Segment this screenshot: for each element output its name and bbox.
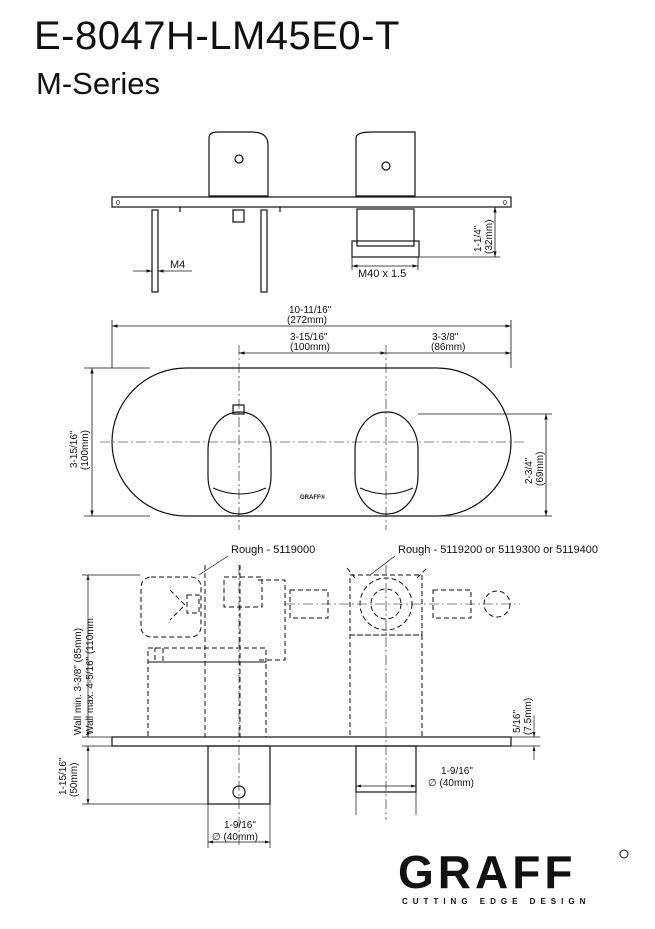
dia-right-mm: ∅ (40mm) bbox=[428, 778, 474, 789]
rough-right-label: Rough - 5119200 or 5119300 or 5119400 bbox=[398, 544, 598, 556]
center-dist-in: 3-15/16" bbox=[290, 332, 328, 343]
dia-left-in: 1-9/16" bbox=[224, 820, 256, 831]
wall-max-label: Wall max. 4-5/16" (110mm bbox=[85, 618, 96, 735]
svg-text:0: 0 bbox=[116, 200, 120, 207]
logo-wordmark: GRAFF bbox=[398, 846, 576, 898]
section-right-trim bbox=[355, 745, 417, 793]
depth-in: 1-15/16" bbox=[58, 757, 69, 795]
cartridge-body bbox=[356, 208, 415, 247]
right-screw bbox=[260, 209, 268, 293]
section-plate bbox=[111, 736, 512, 747]
top-right-handle-hole bbox=[381, 161, 391, 171]
thread-left-label: M4 bbox=[170, 259, 185, 271]
depth-mm: (50mm) bbox=[69, 763, 80, 797]
right-offset-in: 3-3/8" bbox=[432, 332, 459, 343]
dia-right-in: 1-9/16" bbox=[441, 766, 473, 777]
svg-text:0: 0 bbox=[503, 200, 507, 207]
center-dist-mm: (100mm) bbox=[290, 342, 330, 353]
section-view bbox=[82, 555, 540, 848]
wall-min-label: Wall min. 3-3/8" (85mm) bbox=[73, 628, 84, 735]
dia-left-mm: ∅ (40mm) bbox=[212, 832, 258, 843]
left-screw bbox=[151, 209, 159, 293]
top-left-handle-hole bbox=[234, 154, 244, 164]
rough-left-label: Rough - 5119000 bbox=[231, 544, 315, 556]
front-height-in: 3-15/16" bbox=[69, 430, 80, 468]
overall-width-in: 10-11/16" bbox=[289, 305, 332, 316]
front-height-mm: (100mm) bbox=[80, 430, 91, 470]
thread-right-label: M40 x 1.5 bbox=[358, 268, 406, 280]
top-view: 0 0 bbox=[111, 131, 512, 293]
top-plate bbox=[111, 196, 512, 208]
plate-logo: GRAFF® bbox=[300, 494, 326, 501]
top-left-handle bbox=[208, 131, 269, 197]
top-height-in: 1-1/4" bbox=[473, 225, 484, 252]
series-subtitle: M-Series bbox=[36, 66, 161, 101]
graff-logo: GRAFF CUTTING EDGE DESIGN bbox=[398, 846, 629, 906]
logo-tagline: CUTTING EDGE DESIGN bbox=[402, 897, 590, 906]
model-title: E-8047H-LM45E0-T bbox=[34, 14, 400, 58]
registered-mark-icon bbox=[619, 849, 629, 859]
front-left-handle bbox=[207, 411, 272, 515]
inner-height-in: 2-3/4" bbox=[524, 457, 535, 484]
plate-thick-in: 5/16" bbox=[512, 710, 523, 733]
plate-thick-mm: (7.5mm) bbox=[523, 698, 534, 735]
right-offset-mm: (86mm) bbox=[431, 342, 465, 353]
section-left-trim bbox=[207, 745, 271, 805]
inner-height-mm: (69mm) bbox=[535, 452, 546, 486]
overall-width-mm: (272mm) bbox=[287, 315, 327, 326]
top-right-handle bbox=[355, 131, 416, 197]
front-plate bbox=[111, 367, 512, 517]
top-height-mm: (32mm) bbox=[484, 220, 495, 254]
front-view bbox=[84, 320, 552, 530]
cartridge-thread bbox=[351, 240, 420, 258]
front-right-handle bbox=[354, 411, 419, 515]
